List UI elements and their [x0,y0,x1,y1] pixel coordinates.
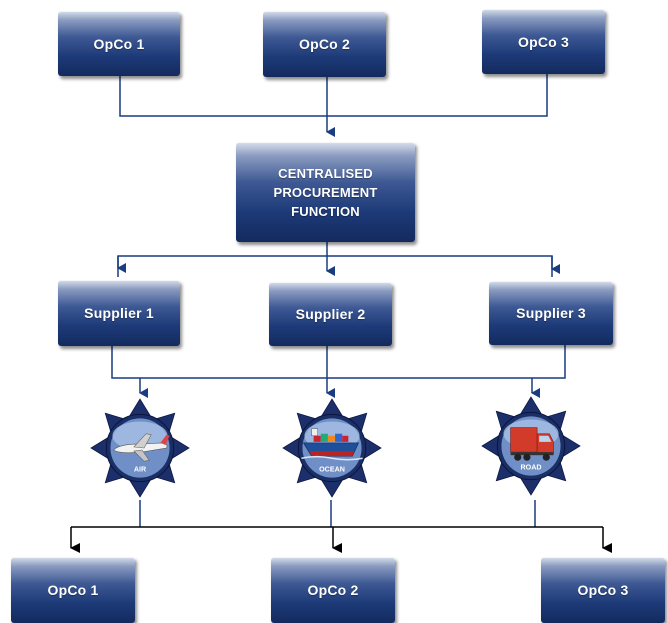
cargo-ship-icon [301,428,363,461]
connector-top-merge [119,74,548,117]
air-mode-label: AIR [134,465,146,473]
top-opco-2-box[interactable]: OpCo 2 [263,11,386,77]
compass-arrows-icon [481,396,581,496]
airplane-icon [112,433,170,462]
connector-supplier-split [117,255,553,277]
compass-arrows-icon [282,398,382,498]
top-opco-1-box[interactable]: OpCo 1 [58,11,180,76]
top-opco-3-box[interactable]: OpCo 3 [482,9,605,74]
central-line-2: PROCUREMENT [273,184,378,200]
central-line-1: CENTRALISED [278,165,373,181]
truck-icon [510,427,554,461]
ocean-mode-label: OCEAN [319,465,345,473]
connector-supplier-merge [111,345,566,379]
road-mode-label: ROAD [521,463,542,471]
compass-arrows-icon [90,398,190,498]
central-procurement-box[interactable]: CENTRALISED PROCUREMENT FUNCTION [236,142,415,242]
bottom-opco-1-box[interactable]: OpCo 1 [11,557,135,623]
air-mode-badge[interactable]: AIR [89,396,191,500]
supplier-3-box[interactable]: Supplier 3 [489,281,613,345]
bottom-opco-2-box[interactable]: OpCo 2 [271,557,395,623]
bottom-opco-3-box[interactable]: OpCo 3 [541,557,665,623]
supplier-2-box[interactable]: Supplier 2 [269,282,392,346]
ocean-mode-badge[interactable]: OCEAN [281,396,383,500]
supplier-1-box[interactable]: Supplier 1 [58,280,180,346]
road-mode-badge[interactable]: ROAD [480,394,582,498]
central-line-3: FUNCTION [291,203,360,219]
